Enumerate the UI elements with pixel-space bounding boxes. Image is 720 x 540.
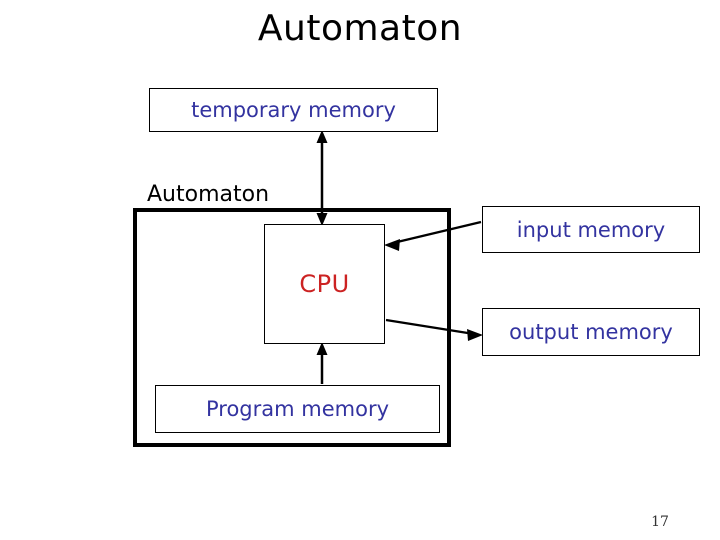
output-memory-box: output memory (482, 308, 700, 356)
output-memory-label: output memory (509, 320, 673, 344)
program-memory-box: Program memory (155, 385, 440, 433)
automaton-container-label: Automaton (147, 182, 270, 207)
input-memory-label: input memory (516, 217, 666, 242)
cpu-label: CPU (299, 270, 350, 298)
temporary-memory-label: temporary memory (191, 98, 396, 122)
temporary-memory-box: temporary memory (149, 88, 438, 132)
input-memory-box: input memory (482, 206, 700, 253)
edge-cpu-output-memory-arrowhead (467, 329, 483, 341)
page-title: Automaton (257, 8, 463, 49)
program-memory-label: Program memory (205, 397, 390, 421)
page-number: 17 (651, 514, 669, 530)
cpu-box: CPU (264, 224, 385, 344)
